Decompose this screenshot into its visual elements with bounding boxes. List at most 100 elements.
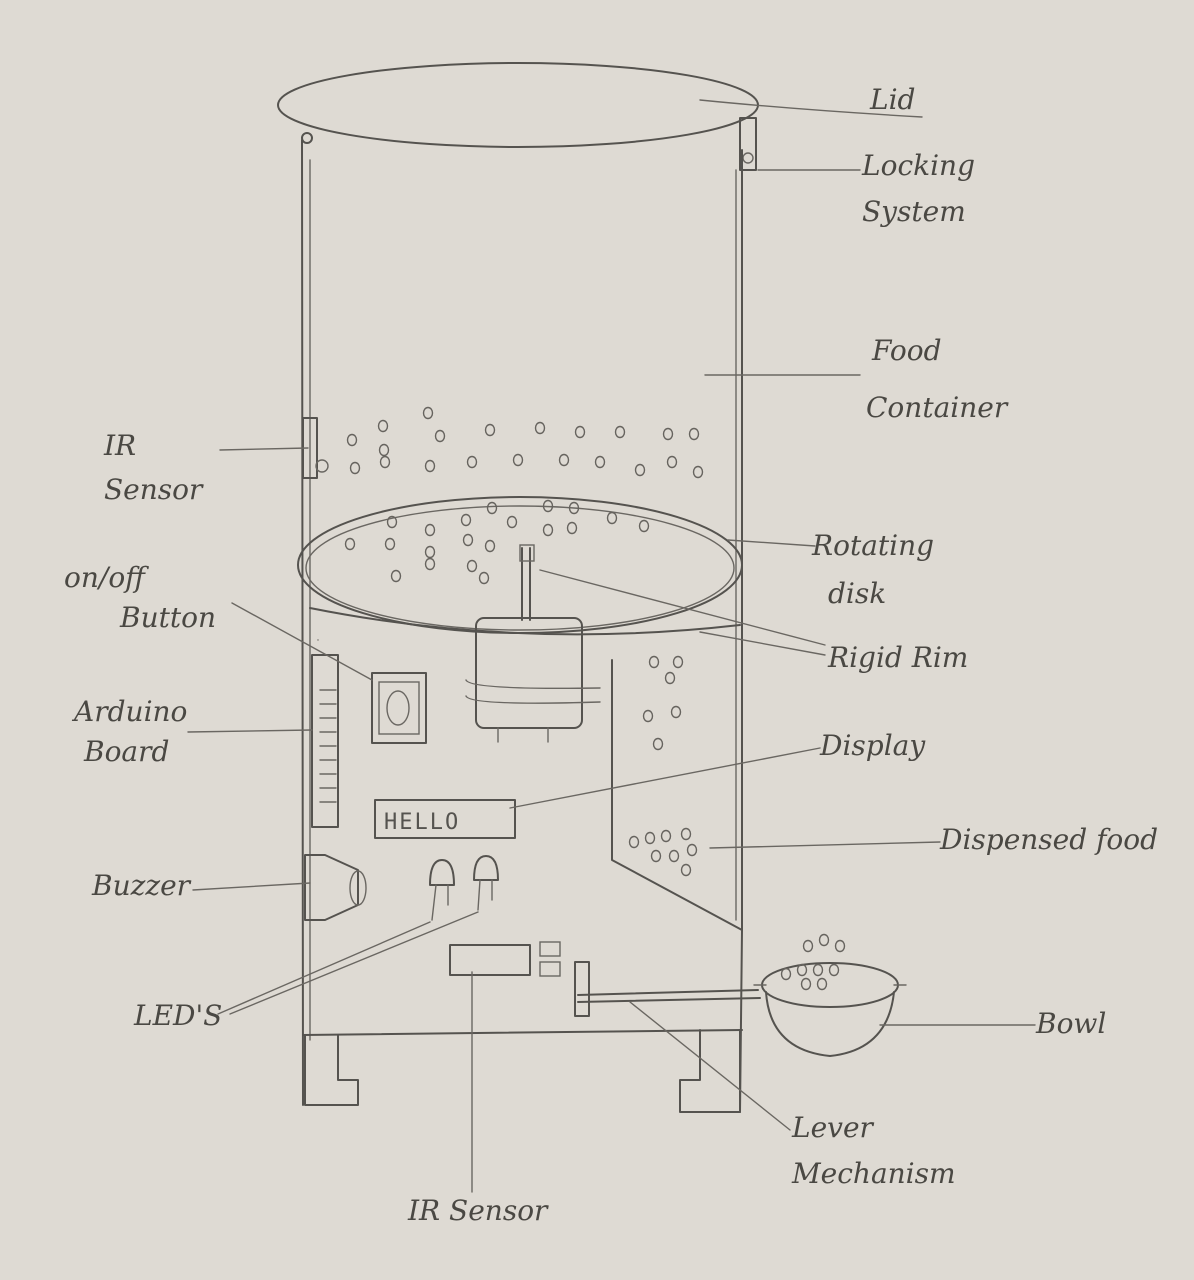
food-pellet [682,865,691,876]
food-pellet [381,457,390,468]
food-pellet [646,833,655,844]
food-pellet [560,455,569,466]
food-pellet [674,657,683,668]
label-food-container-1: Food [872,335,942,367]
food-pellet [688,845,697,856]
on-off-button-shape [372,673,426,743]
food-pellet [818,979,827,990]
food-pellet [426,461,435,472]
food-pellet [436,431,445,442]
food-pellet [486,425,495,436]
food-pellet [608,513,617,524]
food-pellet [480,573,489,584]
label-bowl: Bowl [1036,1008,1106,1040]
label-display: Display [820,730,925,762]
food-pellet [672,707,681,718]
lever-arm [578,990,760,1002]
food-pellet [666,673,675,684]
food-pellet [670,851,679,862]
food-pellet [814,965,823,976]
food-pellet [392,571,401,582]
food-pellet [576,427,585,438]
motor-shaft [522,548,530,620]
label-ir-sensor-top-1: IR [104,430,136,462]
chute-wall [612,660,742,930]
ir-sensor-bottom-shape [450,945,530,975]
food-pellet [836,941,845,952]
label-ir-sensor-top-2: Sensor [104,474,202,506]
lever-pivot [575,962,589,1016]
label-lid: Lid [870,84,915,116]
food-pellet [616,427,625,438]
rotating-disk-shape [298,497,742,633]
right-leg [680,1030,740,1112]
container-left-wall [302,140,303,1105]
food-pellet [644,711,653,722]
food-pellet [568,523,577,534]
food-pellet [798,965,807,976]
food-pellet [630,837,639,848]
food-pellet [830,965,839,976]
label-on-off-1: on/off [64,562,145,594]
food-pellet [682,829,691,840]
container-base [303,1030,742,1035]
food-pellet [346,539,355,550]
label-rigid-rim: Rigid Rim [828,642,968,674]
food-pellet [426,525,435,536]
lid-shape [278,63,758,147]
food-pellet [486,541,495,552]
lid-hinge [302,133,312,143]
food-pellet [636,465,645,476]
food-pellet [596,457,605,468]
label-ir-sensor-bottom: IR Sensor [408,1195,547,1227]
label-arduino-1: Arduino [74,696,187,728]
arduino-board-shape [312,655,338,827]
food-pellet [804,941,813,952]
food-pellet [386,539,395,550]
label-arduino-2: Board [84,736,169,768]
food-pellet [488,503,497,514]
food-pellet [514,455,523,466]
label-lever-1: Lever [792,1112,873,1144]
food-pellet [379,421,388,432]
food-pellet [351,463,360,474]
label-buzzer: Buzzer [92,870,190,902]
food-pellet [348,435,357,446]
food-pellet [820,935,829,946]
food-pellet [536,423,545,434]
label-dispensed-food: Dispensed food [940,824,1158,856]
food-pellet [462,515,471,526]
food-pellet [544,525,553,536]
food-pellet [652,851,661,862]
label-on-off-2: Button [120,602,216,634]
label-rotating-disk-1: Rotating [812,530,934,562]
food-pellet [426,559,435,570]
label-rotating-disk-2: disk [828,578,886,610]
food-pellet [690,429,699,440]
food-pellet [654,739,663,750]
food-pellet [650,657,659,668]
food-pellet [782,969,791,980]
left-leg [305,1035,358,1105]
food-pellet [468,561,477,572]
label-locking-system-1: Locking [862,150,975,182]
food-pellet [508,517,517,528]
food-pellet [380,445,389,456]
food-pellet [468,457,477,468]
food-pellets [346,408,845,990]
label-lever-2: Mechanism [792,1158,956,1190]
container-right-wall [740,150,742,1112]
label-leds: LED'S [134,1000,222,1032]
label-locking-system-2: System [862,196,966,228]
display-text: HELLO [384,810,460,835]
food-pellet [464,535,473,546]
food-pellet [802,979,811,990]
label-food-container-2: Container [866,392,1007,424]
food-pellet [694,467,703,478]
food-pellet [640,521,649,532]
food-pellet [664,429,673,440]
leds-shape [430,856,498,920]
food-pellet [668,457,677,468]
